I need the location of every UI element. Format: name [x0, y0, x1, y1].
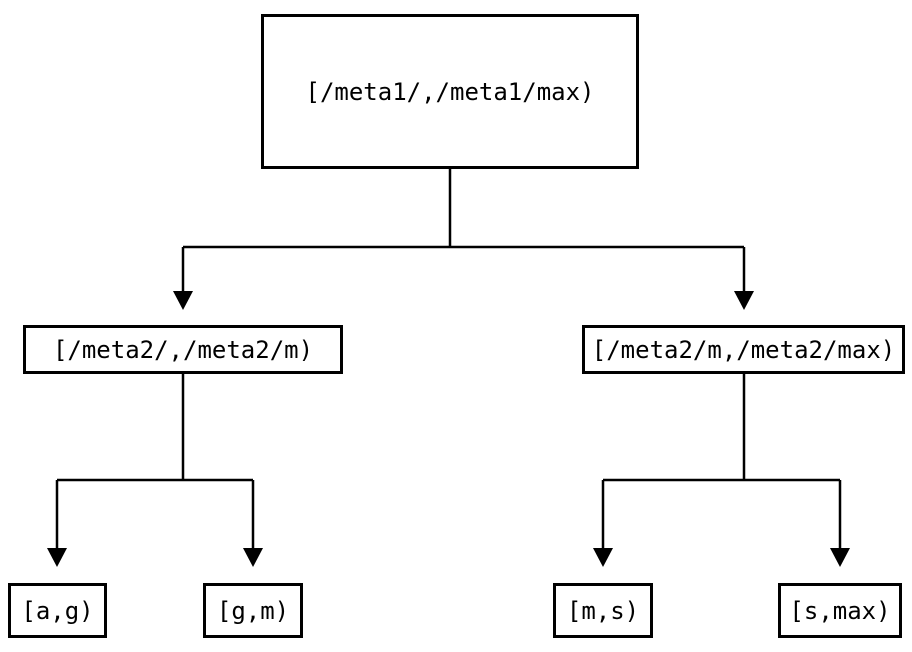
arrow-down-icon — [593, 548, 613, 567]
edge-lines — [55, 169, 842, 549]
arrow-down-icon — [173, 291, 193, 310]
node-right-range: [/meta2/m,/meta2/max) — [582, 325, 905, 374]
node-left-range: [/meta2/,/meta2/m) — [23, 325, 343, 374]
arrow-down-icon — [47, 548, 67, 567]
node-leaf-s-max: [s,max) — [778, 583, 902, 638]
node-leaf-m-s: [m,s) — [553, 583, 653, 638]
arrow-down-icon — [243, 548, 263, 567]
node-leaf-a-g: [a,g) — [8, 583, 107, 638]
arrow-down-icon — [830, 548, 850, 567]
node-root-range: [/meta1/,/meta1/max) — [261, 14, 639, 169]
arrow-down-icon — [734, 291, 754, 310]
arrowheads — [47, 291, 850, 567]
node-leaf-g-m: [g,m) — [203, 583, 303, 638]
